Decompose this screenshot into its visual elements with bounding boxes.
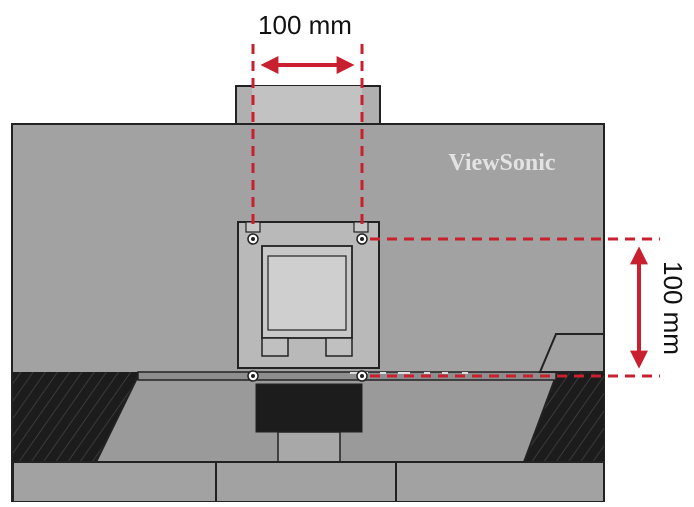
vertical-dimension-label: 100 mm [658,261,688,355]
vesa-mount-plate [237,221,380,369]
horizontal-dimension: 100 mm [251,10,364,230]
screw-hole-icon [356,233,368,245]
bottom-strip [12,461,605,503]
stand-neck [235,85,381,125]
vertical-dimension: 100 mm [370,237,688,378]
brand-logo: ViewSonic [448,150,555,176]
screw-hole-icon [356,370,368,382]
screw-hole-icon [247,233,259,245]
horizontal-dimension-label: 100 mm [258,10,352,40]
vent-band [13,333,605,463]
screw-hole-icon [247,370,259,382]
